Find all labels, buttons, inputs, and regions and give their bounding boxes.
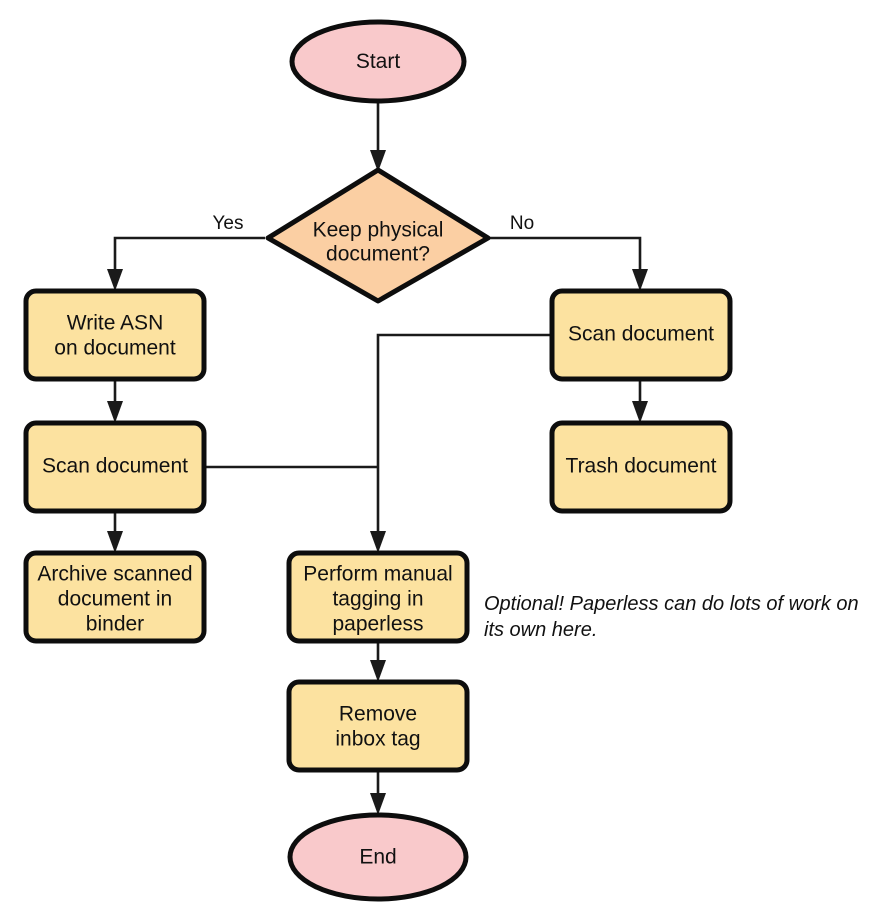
end-ellipse bbox=[287, 812, 469, 902]
node-scan-document-right[interactable]: Scan document bbox=[549, 288, 733, 382]
node-perform-manual-tagging[interactable]: Perform manual tagging in paperless bbox=[286, 550, 470, 644]
node-scan-document-left[interactable]: Scan document bbox=[23, 420, 207, 514]
edge-label-yes: Yes bbox=[213, 213, 244, 234]
trash-document-box bbox=[549, 420, 733, 514]
node-remove-inbox-tag[interactable]: Remove inbox tag bbox=[286, 679, 470, 773]
tagging-label-line1: Perform manual bbox=[303, 563, 452, 586]
edge-writeasn-to-scanleft bbox=[107, 379, 123, 423]
edge-scanright-to-tagging bbox=[370, 333, 552, 553]
annotation-optional-paperless: Optional! Paperless can do lots of work … bbox=[484, 593, 859, 641]
node-trash-document[interactable]: Trash document bbox=[549, 420, 733, 514]
remove-inbox-label-line1: Remove bbox=[339, 703, 417, 726]
tagging-box bbox=[286, 550, 470, 644]
node-archive-scanned-document[interactable]: Archive scanned document in binder bbox=[23, 550, 207, 644]
annotation-line1: Optional! Paperless can do lots of work … bbox=[484, 593, 859, 615]
tagging-label-line2: tagging in bbox=[332, 588, 423, 611]
trash-document-label: Trash document bbox=[566, 455, 717, 478]
edge-label-no: No bbox=[510, 213, 534, 234]
scan-document-left-box bbox=[23, 420, 207, 514]
edge-scanright-to-trash bbox=[632, 379, 648, 423]
node-start[interactable]: Start bbox=[289, 19, 467, 104]
start-ellipse bbox=[289, 19, 467, 104]
write-asn-label-line1: Write ASN bbox=[67, 312, 163, 335]
node-keep-physical-document-decision[interactable]: Keep physical document? bbox=[265, 167, 491, 304]
edge-decision-no bbox=[490, 236, 648, 291]
decision-label-line2: document? bbox=[326, 243, 430, 266]
archive-label-line3: binder bbox=[86, 613, 144, 636]
start-label: Start bbox=[356, 50, 401, 73]
node-write-asn-on-document[interactable]: Write ASN on document bbox=[23, 288, 207, 382]
tagging-label-line3: paperless bbox=[332, 613, 423, 636]
archive-label-line2: document in bbox=[58, 588, 172, 611]
scan-document-right-label: Scan document bbox=[568, 323, 714, 346]
annotation-line2: its own here. bbox=[484, 619, 597, 641]
remove-inbox-label-line2: inbox tag bbox=[335, 728, 420, 751]
write-asn-box bbox=[23, 288, 207, 382]
scan-document-left-label: Scan document bbox=[42, 455, 188, 478]
decision-diamond bbox=[265, 167, 491, 304]
edge-decision-yes bbox=[107, 236, 265, 291]
end-label: End bbox=[359, 846, 396, 869]
archive-box bbox=[23, 550, 207, 644]
edge-start-to-decision bbox=[370, 103, 386, 172]
write-asn-label-line2: on document bbox=[54, 337, 176, 360]
node-end[interactable]: End bbox=[287, 812, 469, 902]
decision-label-line1: Keep physical bbox=[313, 219, 444, 242]
archive-label-line1: Archive scanned bbox=[37, 563, 192, 586]
scan-document-right-box bbox=[549, 288, 733, 382]
edge-tagging-to-removeinbox bbox=[370, 641, 386, 682]
edge-scanleft-to-archive bbox=[107, 511, 123, 553]
remove-inbox-tag-box bbox=[286, 679, 470, 773]
edge-removeinbox-to-end bbox=[370, 770, 386, 815]
